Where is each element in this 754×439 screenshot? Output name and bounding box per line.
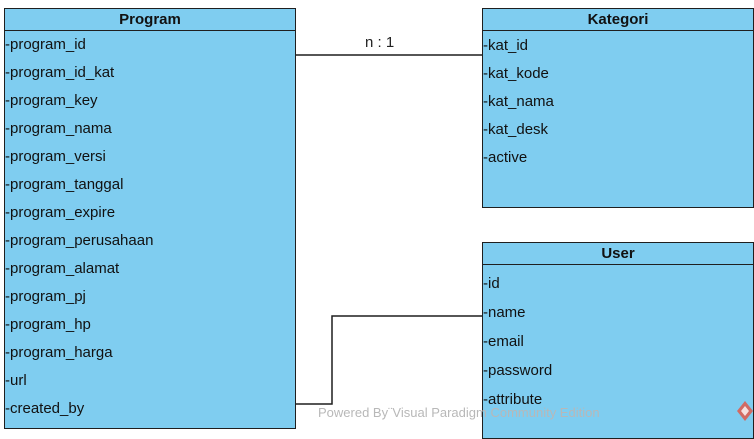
attribute-item: -program_key: [5, 92, 98, 109]
attribute-item: -kat_desk: [483, 121, 549, 138]
entity-kategori-title: Kategori: [483, 9, 753, 31]
attribute-item: -email: [483, 333, 524, 350]
attribute-item: -created_by: [5, 400, 85, 417]
attribute-item: -program_perusahaan: [5, 232, 154, 249]
entity-kategori-attributes: -kat_id -kat_kode -kat_nama -kat_desk -a…: [483, 31, 753, 172]
visual-paradigm-logo-icon: [737, 401, 753, 421]
attribute-item: -program_id_kat: [5, 64, 115, 81]
attribute-item: -kat_kode: [483, 65, 549, 82]
attribute-item: -program_pj: [5, 288, 86, 305]
attribute-item: -program_harga: [5, 344, 113, 361]
watermark-text: Powered By¨Visual Paradigm Community Edi…: [318, 405, 600, 420]
relationship-label-program-kategori: n : 1: [365, 34, 395, 51]
attribute-item: -url: [5, 372, 27, 389]
attribute-item: -program_hp: [5, 316, 91, 333]
attribute-item: -name: [483, 304, 526, 321]
attribute-item: -active: [483, 149, 528, 166]
entity-kategori[interactable]: Kategori -kat_id -kat_kode -kat_nama -ka…: [482, 8, 754, 208]
attribute-item: -password: [483, 362, 553, 379]
entity-program[interactable]: Program -program_id -program_id_kat -pro…: [4, 8, 296, 429]
entity-user[interactable]: User -id -name -email -password -attribu…: [482, 242, 754, 439]
attribute-item: -program_nama: [5, 120, 112, 137]
attribute-item: -id: [483, 275, 500, 292]
entity-program-title: Program: [5, 9, 295, 31]
attribute-item: -attribute: [483, 391, 543, 408]
attribute-item: -program_alamat: [5, 260, 120, 277]
attribute-item: -program_expire: [5, 204, 116, 221]
connector-program-user: [296, 315, 482, 405]
attribute-item: -kat_nama: [483, 93, 554, 110]
attribute-item: -program_versi: [5, 148, 106, 165]
attribute-item: -program_id: [5, 36, 86, 53]
entity-program-attributes: -program_id -program_id_kat -program_key…: [5, 31, 295, 423]
entity-user-attributes: -id -name -email -password -attribute: [483, 265, 753, 414]
entity-user-title: User: [483, 243, 753, 265]
attribute-item: -kat_id: [483, 37, 529, 54]
attribute-item: -program_tanggal: [5, 176, 124, 193]
